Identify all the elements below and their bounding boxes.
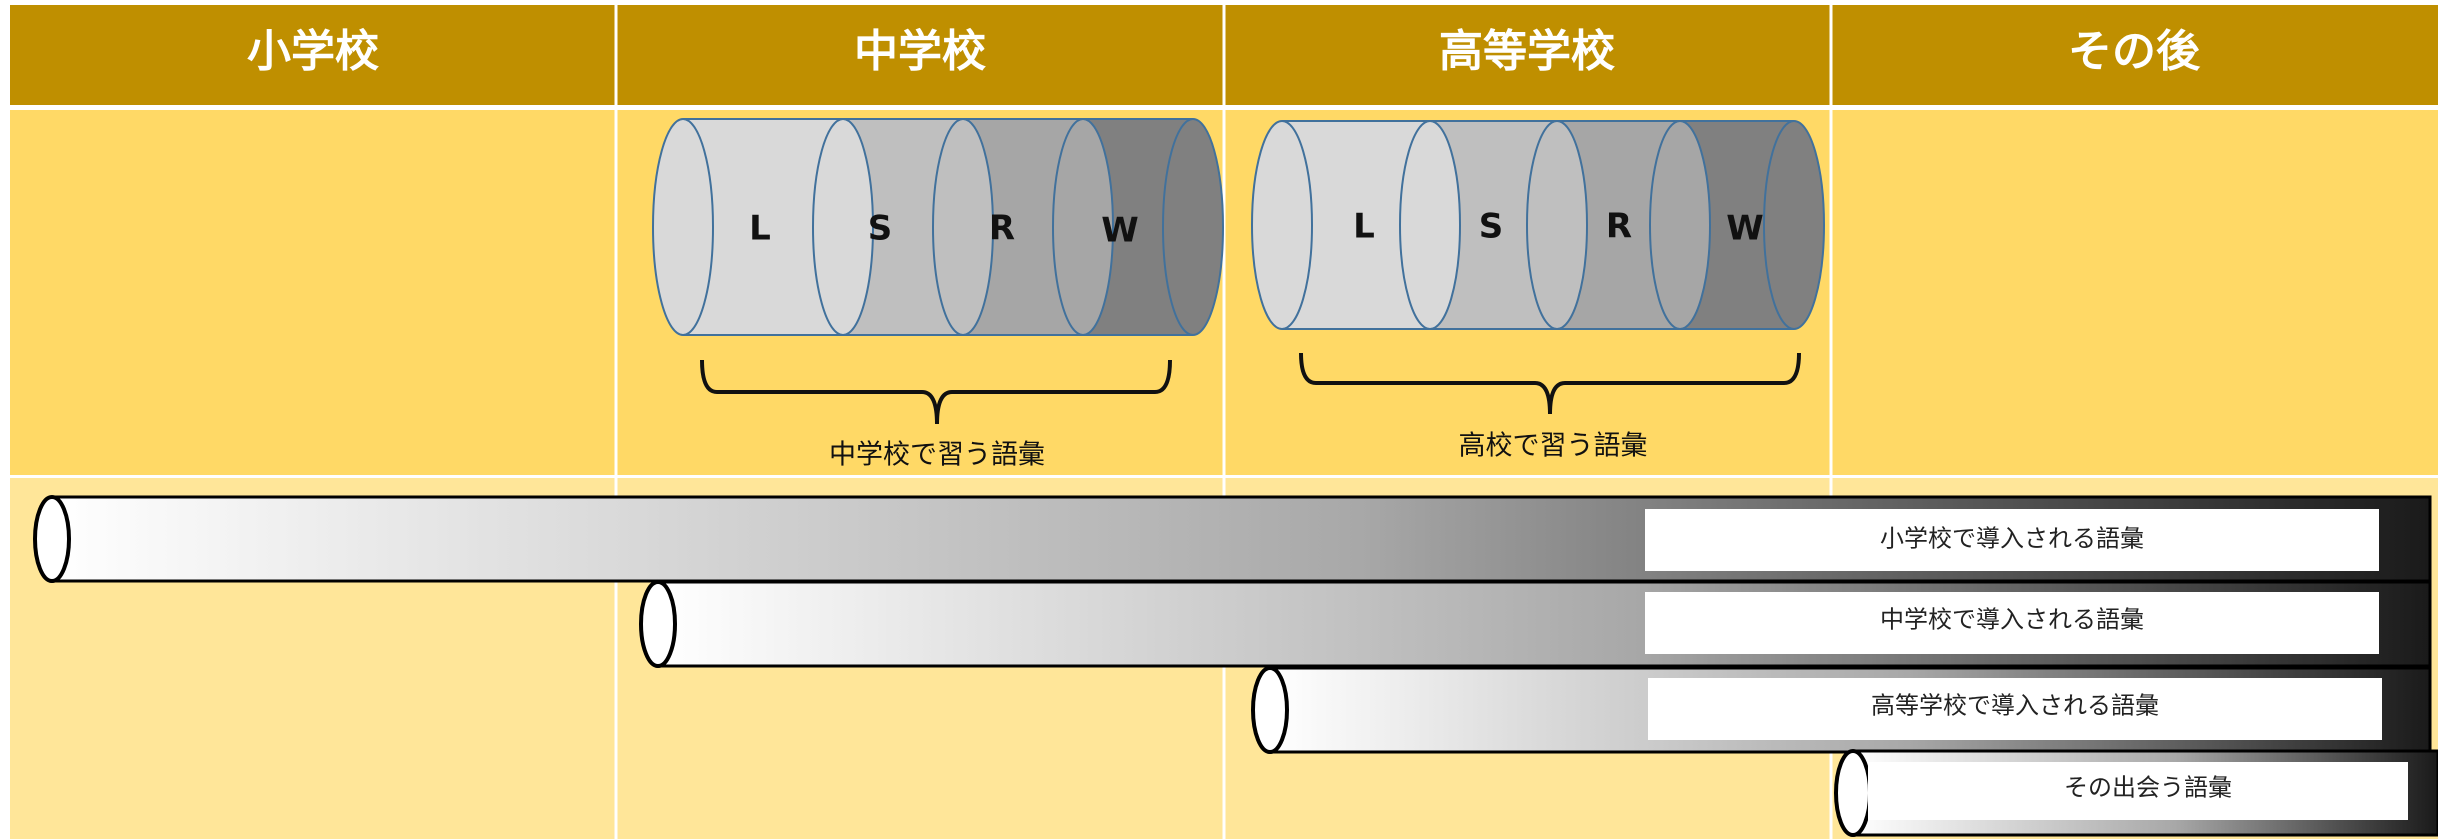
segment-label-w: W — [1101, 211, 1139, 251]
tube-end-cap — [33, 495, 71, 583]
cylinder-junior-high: L S R W — [652, 118, 1224, 336]
column-headers: 小学校 中学校 高等学校 その後 — [247, 26, 2201, 77]
tube-label-box — [1648, 678, 2382, 740]
cylinder-segment-l — [683, 118, 874, 336]
header-after: その後 — [2068, 26, 2201, 77]
brace-caption-junior-high: 中学校で習う語彙 — [829, 440, 1045, 471]
tube-label-after: その出会う語彙 — [2064, 774, 2232, 802]
segment-label-s: S — [868, 209, 893, 249]
header-elementary: 小学校 — [247, 26, 379, 77]
segment-label-l: L — [749, 209, 771, 249]
tube-label-high-school: 高等学校で導入される語彙 — [1871, 692, 2159, 720]
header-high-school: 高等学校 — [1439, 26, 1615, 77]
tube-label-junior-high: 中学校で導入される語彙 — [1880, 606, 2144, 634]
header-junior-high: 中学校 — [854, 26, 986, 77]
tube-label-box — [1868, 762, 2408, 820]
tube-elementary: 小学校で導入される語彙 — [33, 495, 2432, 583]
brace-high-school: 高校で習う語彙 — [1299, 352, 1801, 462]
tube-junior-high: 中学校で導入される語彙 — [639, 580, 2432, 668]
tube-end-cap — [1251, 666, 1289, 754]
tube-high-school: 高等学校で導入される語彙 — [1251, 666, 2432, 754]
tube-label-box — [1645, 592, 2379, 654]
tube-label-elementary: 小学校で導入される語彙 — [1880, 525, 2144, 553]
cylinder-end-cap — [652, 118, 714, 336]
tube-after: その出会う語彙 — [1834, 749, 2438, 837]
brace-caption-high-school: 高校で習う語彙 — [1459, 431, 1648, 462]
tube-end-cap — [1834, 749, 1872, 837]
segment-label-l: L — [1353, 207, 1375, 247]
tube-end-cap — [639, 580, 677, 668]
segment-label-s: S — [1479, 207, 1504, 247]
brace-junior-high: 中学校で習う語彙 — [700, 359, 1172, 471]
cylinder-end-cap — [1251, 120, 1313, 330]
cylinder-high-school: L S R W — [1251, 120, 1825, 330]
segment-label-r: R — [989, 209, 1015, 249]
segment-label-r: R — [1606, 207, 1632, 247]
segment-label-w: W — [1726, 209, 1764, 249]
tube-label-box — [1645, 509, 2379, 571]
